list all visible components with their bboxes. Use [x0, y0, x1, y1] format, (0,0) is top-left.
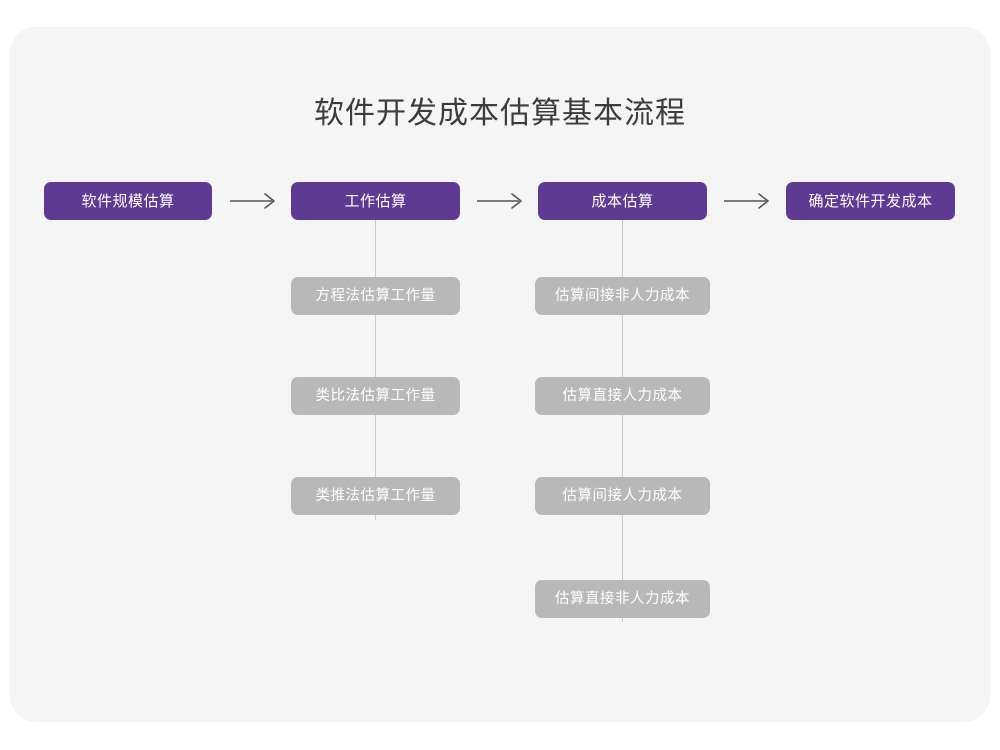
- diagram-card: [10, 27, 990, 722]
- sub-node-label: 估算间接非人力成本: [555, 287, 690, 304]
- stage-node-determine-development-cost[interactable]: 确定软件开发成本: [786, 182, 955, 220]
- sub-node-label: 估算直接人力成本: [562, 387, 683, 404]
- sub-node-label: 估算间接人力成本: [562, 487, 683, 504]
- sub-node-direct-labor-cost[interactable]: 估算直接人力成本: [535, 377, 710, 415]
- sub-node-label: 估算直接非人力成本: [555, 590, 690, 607]
- stage-node-label: 工作估算: [344, 192, 407, 210]
- sub-node-indirect-nonlabor-cost[interactable]: 估算间接非人力成本: [535, 277, 710, 315]
- sub-node-inference-method-effort[interactable]: 类推法估算工作量: [291, 477, 460, 515]
- sub-node-indirect-labor-cost[interactable]: 估算间接人力成本: [535, 477, 710, 515]
- stage-node-label: 成本估算: [591, 192, 654, 210]
- sub-node-analogy-method-effort[interactable]: 类比法估算工作量: [291, 377, 460, 415]
- right-arrow-icon: [475, 189, 529, 213]
- sub-node-equation-method-effort[interactable]: 方程法估算工作量: [291, 277, 460, 315]
- right-arrow-icon: [722, 189, 776, 213]
- connector-line-stage-2: [375, 212, 376, 520]
- stage-node-label: 软件规模估算: [81, 192, 175, 210]
- sub-node-direct-nonlabor-cost[interactable]: 估算直接非人力成本: [535, 580, 710, 618]
- stage-node-cost-estimation[interactable]: 成本估算: [538, 182, 707, 220]
- connector-line-stage-3: [622, 212, 623, 622]
- sub-node-label: 类比法估算工作量: [315, 387, 436, 404]
- page-title: 软件开发成本估算基本流程: [314, 97, 686, 130]
- sub-node-label: 方程法估算工作量: [315, 287, 436, 304]
- sub-node-label: 类推法估算工作量: [315, 487, 436, 504]
- stage-node-software-size-estimation[interactable]: 软件规模估算: [44, 182, 212, 220]
- stage-node-label: 确定软件开发成本: [808, 192, 933, 210]
- right-arrow-icon: [228, 189, 282, 213]
- stage-node-effort-estimation[interactable]: 工作估算: [291, 182, 460, 220]
